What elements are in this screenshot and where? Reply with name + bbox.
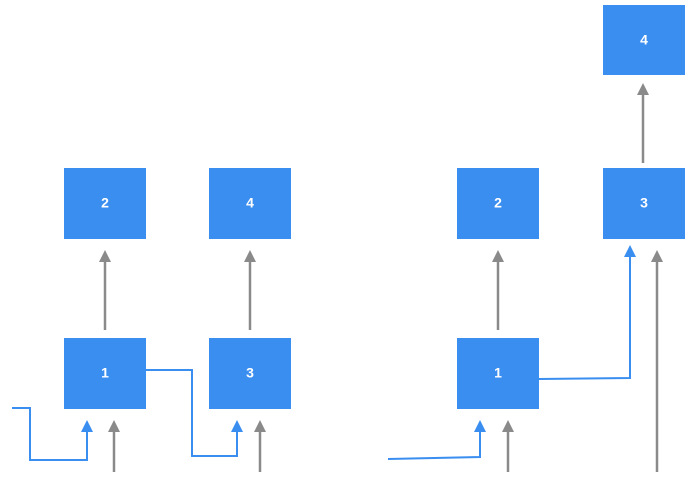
right-edge-1-to-3-blue-arrowhead: [624, 245, 636, 257]
right-node-3: 3: [603, 168, 685, 239]
right-node-1-label: 1: [494, 365, 502, 381]
left-diagram: 2 4 1 3: [12, 168, 291, 472]
right-edge-3-to-4-arrowhead: [637, 83, 649, 95]
right-input-gray-3-arrowhead: [651, 250, 663, 262]
right-input-blue-1: [387, 432, 481, 460]
right-node-1: 1: [457, 338, 539, 409]
left-input-gray-3-arrowhead: [254, 420, 266, 432]
left-node-4: 4: [209, 168, 291, 239]
left-input-blue-1-arrowhead: [81, 420, 93, 432]
left-input-blue-1: [12, 407, 88, 461]
right-edge-1-to-2-arrowhead: [492, 250, 504, 262]
left-edge-1-to-2-arrowhead: [99, 250, 111, 262]
left-node-1: 1: [64, 338, 146, 409]
right-node-2: 2: [457, 168, 539, 239]
left-edge-1-to-3-blue-arrowhead: [231, 420, 243, 432]
left-input-gray-1-arrowhead: [108, 420, 120, 432]
right-diagram: 4 2 3 1: [387, 5, 685, 472]
left-node-4-label: 4: [246, 195, 254, 211]
right-node-2-label: 2: [494, 195, 502, 211]
left-node-3: 3: [209, 338, 291, 409]
left-node-2-label: 2: [101, 195, 109, 211]
left-node-2: 2: [64, 168, 146, 239]
right-node-4: 4: [603, 5, 685, 75]
right-edge-1-to-3-blue: [538, 257, 631, 380]
left-edge-1-to-3-blue: [146, 369, 238, 457]
left-node-3-label: 3: [246, 365, 254, 381]
right-node-3-label: 3: [640, 195, 648, 211]
right-node-4-label: 4: [640, 32, 648, 48]
right-input-gray-1-arrowhead: [502, 420, 514, 432]
left-edge-3-to-4-arrowhead: [244, 250, 256, 262]
left-node-1-label: 1: [101, 365, 109, 381]
right-input-blue-1-arrowhead: [474, 420, 486, 432]
